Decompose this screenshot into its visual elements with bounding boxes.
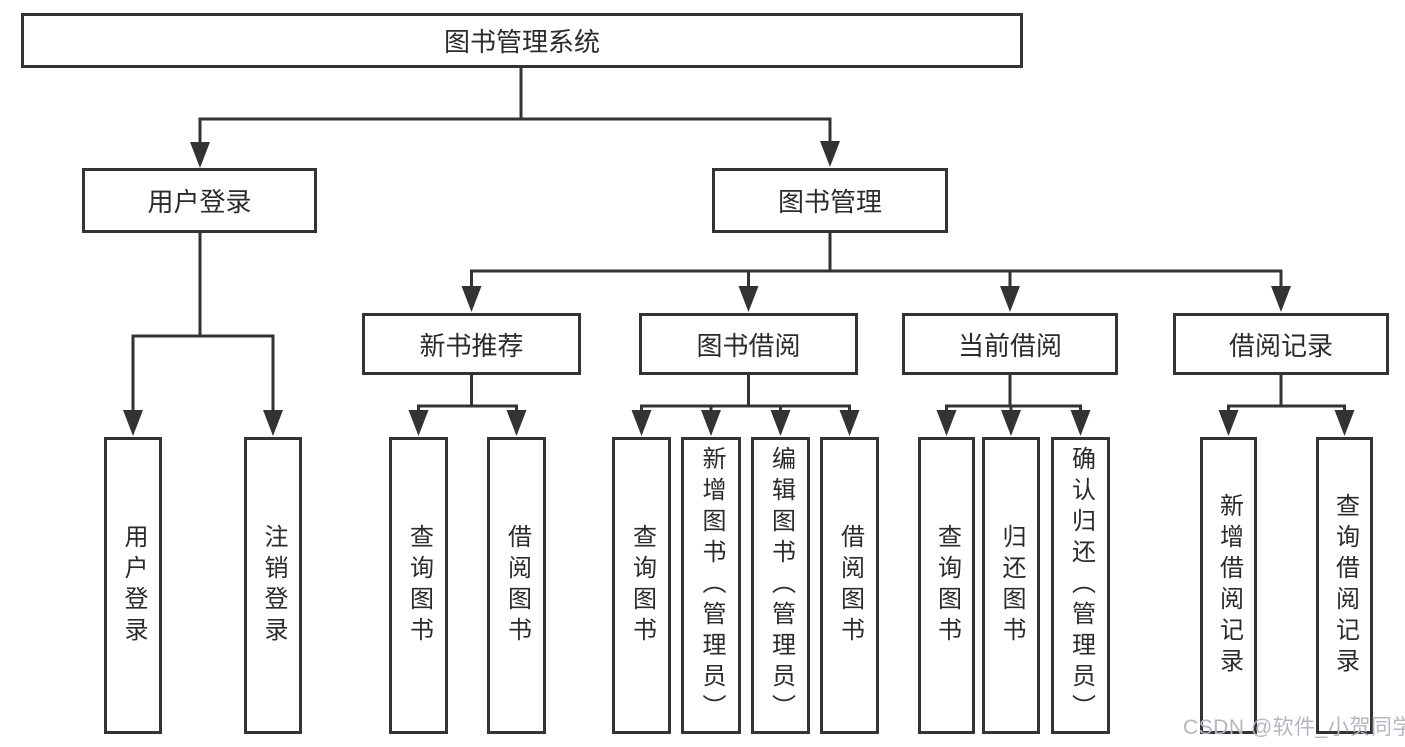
leaf-add-borrow-record: 新增借阅记录 <box>1200 437 1257 734</box>
node-user-login: 用户登录 <box>82 168 317 233</box>
leaf-query-borrow-record: 查询借阅记录 <box>1316 437 1373 734</box>
leaf-borrow-books: 借阅图书 <box>820 437 879 734</box>
leaf-query-books-label: 查询图书 <box>405 523 433 648</box>
leaf-add-book-admin: 新增图书（管理员） <box>681 437 741 734</box>
node-current-borrow-label: 当前借阅 <box>957 330 1062 361</box>
leaf-return-books-label: 归还图书 <box>998 523 1025 648</box>
node-root: 图书管理系统 <box>21 13 1023 68</box>
leaf-return-books: 归还图书 <box>982 437 1040 734</box>
node-user-login-label: 用户登录 <box>147 187 252 217</box>
node-new-book-recommend-label: 新书推荐 <box>419 330 524 361</box>
leaf-edit-book-admin-label: 编辑图书（管理员） <box>767 446 795 725</box>
node-book-borrow: 图书借阅 <box>639 313 858 375</box>
node-root-label: 图书管理系统 <box>443 27 600 57</box>
leaf-user-login-label: 用户登录 <box>120 523 147 648</box>
leaf-add-borrow-record-label: 新增借阅记录 <box>1215 492 1243 679</box>
leaf-user-login: 用户登录 <box>104 437 162 734</box>
watermark: CSDN @软件_小贺同学 <box>1183 716 1405 739</box>
node-borrow-record: 借阅记录 <box>1173 313 1389 375</box>
leaf-query-books: 查询图书 <box>389 437 448 734</box>
leaf-borrow-books: 借阅图书 <box>487 437 546 734</box>
node-new-book-recommend: 新书推荐 <box>362 313 581 375</box>
leaf-borrow-books-label: 借阅图书 <box>836 523 864 648</box>
leaf-borrow-books-label: 借阅图书 <box>503 523 531 648</box>
node-book-management: 图书管理 <box>712 168 948 233</box>
leaf-logout: 注销登录 <box>244 437 302 734</box>
leaf-query-books-label: 查询图书 <box>628 523 656 648</box>
leaf-edit-book-admin: 编辑图书（管理员） <box>751 437 810 734</box>
leaf-confirm-return-admin-label: 确认归还（管理员） <box>1067 446 1095 725</box>
node-current-borrow: 当前借阅 <box>902 313 1118 375</box>
node-book-management-label: 图书管理 <box>777 187 882 217</box>
leaf-query-borrow-record-label: 查询借阅记录 <box>1331 492 1359 679</box>
leaf-query-books-label: 查询图书 <box>933 523 961 648</box>
leaf-logout-label: 注销登录 <box>260 523 287 648</box>
leaf-query-books: 查询图书 <box>918 437 975 734</box>
node-borrow-record-label: 借阅记录 <box>1228 330 1333 361</box>
leaf-add-book-admin-label: 新增图书（管理员） <box>698 446 725 725</box>
leaf-confirm-return-admin: 确认归还（管理员） <box>1051 437 1110 734</box>
connector-path <box>131 68 1346 412</box>
leaf-query-books: 查询图书 <box>612 437 671 734</box>
node-book-borrow-label: 图书借阅 <box>696 330 801 361</box>
